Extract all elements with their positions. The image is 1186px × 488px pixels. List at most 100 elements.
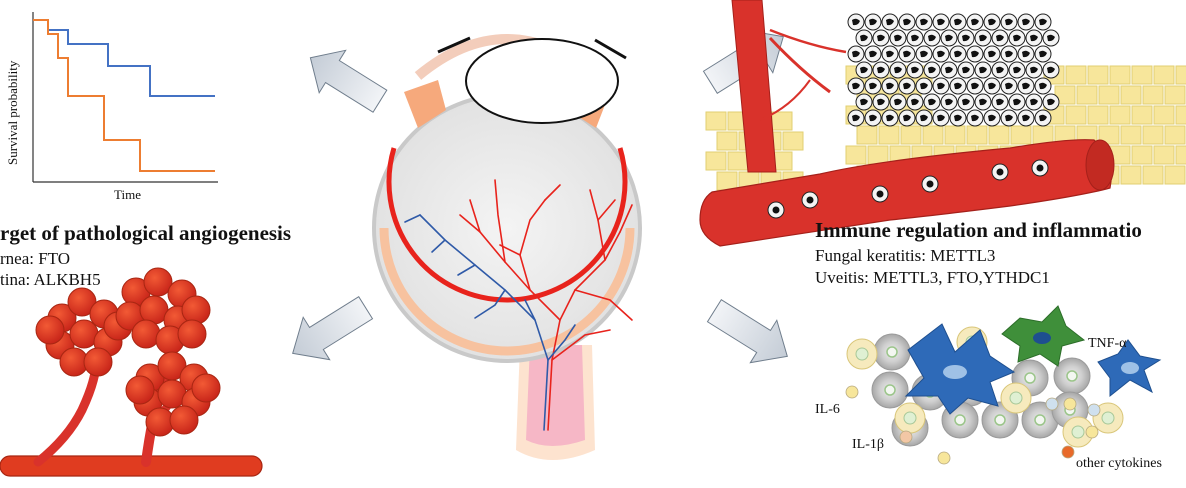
fat-cell bbox=[1165, 166, 1185, 184]
fat-cell bbox=[967, 126, 987, 144]
fat-cell bbox=[1154, 66, 1174, 84]
fat-cell bbox=[1066, 66, 1086, 84]
fat-cell bbox=[1165, 86, 1185, 104]
circulating-leukocyte-nucleus bbox=[877, 191, 884, 198]
fat-cell bbox=[1132, 106, 1152, 124]
fat-cell bbox=[1176, 146, 1186, 164]
immune-cell-nucleus bbox=[995, 415, 1005, 425]
yellow-cell-nucleus bbox=[856, 348, 868, 360]
fat-cell bbox=[1121, 126, 1141, 144]
circulating-leukocyte-nucleus bbox=[807, 197, 814, 204]
fat-cell bbox=[706, 112, 726, 130]
fat-cell bbox=[1121, 86, 1141, 104]
fat-cell bbox=[901, 126, 921, 144]
yellow-cell-nucleus bbox=[1102, 412, 1114, 424]
fat-cell bbox=[1143, 126, 1163, 144]
label-other-cytokines: other cytokines bbox=[1076, 456, 1162, 472]
fat-cell bbox=[1066, 106, 1086, 124]
label-il-6: IL-6 bbox=[815, 402, 840, 418]
capillary-ball bbox=[178, 320, 206, 348]
fat-cell bbox=[1165, 126, 1185, 144]
fat-cell bbox=[1176, 106, 1186, 124]
fat-cell bbox=[846, 146, 866, 164]
fat-cell bbox=[879, 126, 899, 144]
immune-cell-nucleus bbox=[1025, 373, 1035, 383]
cytokine-dot bbox=[1046, 398, 1058, 410]
fat-cell bbox=[1143, 86, 1163, 104]
macrophage-nucleus-center bbox=[943, 365, 967, 379]
fat-cell bbox=[772, 112, 792, 130]
vessel-lumen-end bbox=[1086, 140, 1114, 190]
direction-arrow-top-left bbox=[297, 37, 393, 123]
immune-line-fungal-keratitis: Fungal keratitis: METTL3 bbox=[815, 246, 995, 266]
capillary-ball bbox=[182, 296, 210, 324]
fat-cell bbox=[728, 152, 748, 170]
cytokine-dot bbox=[900, 431, 912, 443]
capillary-ball bbox=[132, 320, 160, 348]
fat-cell bbox=[1011, 126, 1031, 144]
fat-cell bbox=[857, 126, 877, 144]
capillary-ball-groups bbox=[36, 268, 220, 436]
capillary-ball bbox=[36, 316, 64, 344]
circulating-leukocyte-nucleus bbox=[927, 181, 934, 188]
cytokine-dot bbox=[1086, 426, 1098, 438]
eye-cross-section bbox=[374, 38, 640, 460]
fat-cell bbox=[923, 126, 943, 144]
fat-cell bbox=[868, 146, 888, 164]
circulating-leukocyte-nucleus bbox=[997, 169, 1004, 176]
chart-x-axis-label: Time bbox=[114, 187, 141, 203]
fat-cell bbox=[1088, 106, 1108, 124]
yellow-cell-nucleus bbox=[1072, 426, 1084, 438]
circulating-leukocyte-nucleus bbox=[1037, 165, 1044, 172]
fat-cell bbox=[1077, 86, 1097, 104]
chart-y-axis-label: Survival probability bbox=[5, 61, 21, 165]
cytokine-dot bbox=[1062, 446, 1074, 458]
cluster-stalk-left bbox=[38, 362, 96, 462]
lens bbox=[466, 39, 618, 123]
direction-arrow-bottom-left bbox=[279, 287, 378, 375]
fat-cell bbox=[1132, 66, 1152, 84]
survival-chart bbox=[33, 12, 218, 182]
fat-cell bbox=[1132, 146, 1152, 164]
fat-cell bbox=[1110, 66, 1130, 84]
fat-cell bbox=[989, 126, 1009, 144]
fat-cell bbox=[1176, 66, 1186, 84]
immune-cell-nucleus bbox=[887, 347, 897, 357]
fat-cell bbox=[1154, 106, 1174, 124]
capillary-ball bbox=[126, 376, 154, 404]
fat-cell bbox=[1143, 166, 1163, 184]
dendritic-cell-nucleus bbox=[1033, 332, 1051, 344]
cytokine-dot bbox=[846, 386, 858, 398]
capillary-ball bbox=[192, 374, 220, 402]
fat-cell bbox=[1088, 66, 1108, 84]
label-il-1beta: IL-1β bbox=[852, 437, 884, 453]
capillary-ball bbox=[170, 406, 198, 434]
fat-cell bbox=[1154, 146, 1174, 164]
immune-cell-nucleus bbox=[1035, 415, 1045, 425]
macrophage-nucleus-right bbox=[1121, 362, 1139, 374]
fat-cell bbox=[1121, 166, 1141, 184]
cytokine-dot bbox=[1064, 398, 1076, 410]
immune-cell-milieu bbox=[846, 306, 1160, 464]
fat-cell bbox=[1033, 126, 1053, 144]
fat-cell bbox=[1099, 86, 1119, 104]
fat-cell bbox=[706, 152, 726, 170]
direction-arrow-bottom-right bbox=[701, 290, 800, 378]
fat-cell bbox=[717, 132, 737, 150]
fat-cell bbox=[783, 132, 803, 150]
immune-cell-nucleus bbox=[1067, 371, 1077, 381]
capillary-cluster bbox=[0, 268, 262, 476]
infiltrating-leukocytes bbox=[848, 14, 1059, 126]
yellow-cell-nucleus bbox=[1010, 392, 1022, 404]
angiogenesis-line-cornea: rnea: FTO bbox=[0, 249, 70, 269]
immune-cell-nucleus bbox=[955, 415, 965, 425]
cytokine-dot bbox=[1088, 404, 1100, 416]
fat-cell bbox=[1110, 106, 1130, 124]
label-tnf-alpha: TNF-α bbox=[1088, 336, 1126, 352]
optic-nerve bbox=[526, 345, 585, 446]
fat-cell bbox=[945, 126, 965, 144]
immune-line-uveitis: Uveitis: METTL3, FTO,YTHDC1 bbox=[815, 268, 1050, 288]
angiogenesis-title: rget of pathological angiogenesis bbox=[0, 221, 291, 246]
cytokine-dot bbox=[938, 452, 950, 464]
